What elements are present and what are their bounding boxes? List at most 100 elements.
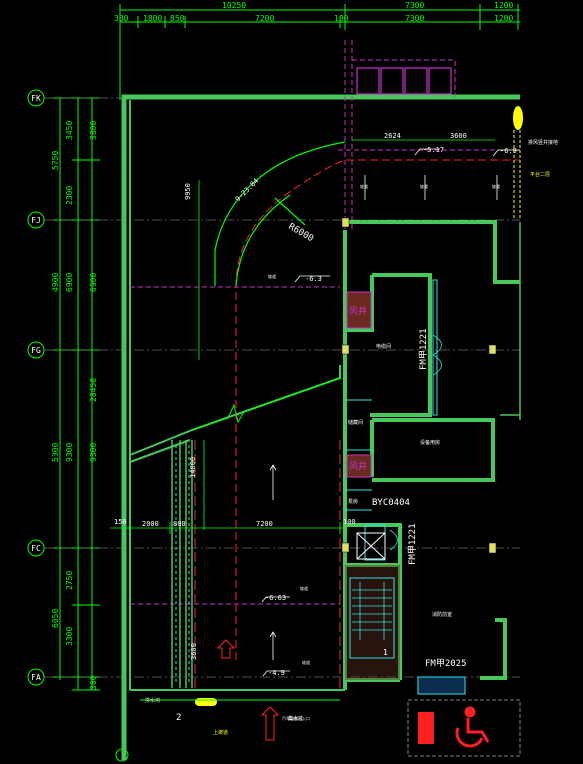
dim-top-detail-1: 300: [114, 14, 129, 23]
room-label-pump: 泵房: [348, 498, 358, 505]
axis-label-fj: FJ: [31, 216, 41, 225]
elev-6: -4.9: [268, 669, 285, 677]
elev-5: -6.63: [265, 594, 286, 602]
elevation-markers: [261, 148, 520, 677]
slope-note-6: 坡道: [492, 183, 500, 189]
slope-note-1: 坡道: [268, 273, 276, 279]
bottom-doors: [417, 676, 466, 695]
slope-note-2: 坡道: [300, 585, 308, 591]
door-label-4: BYC0404: [372, 498, 410, 508]
stair-dim-1: 2624: [384, 132, 401, 140]
axis-label-fc: FC: [31, 544, 41, 553]
dim-left-inner-6: 3300: [65, 627, 74, 646]
dim-top-detail-3: 850: [170, 14, 185, 23]
mid-dim-2: 14800: [189, 457, 197, 478]
dim-left-inner-2: 2300: [65, 186, 74, 205]
dim-left-outer-2: 4900: [51, 273, 60, 292]
dim-left-innermost-1: 3800: [89, 121, 98, 140]
elev-3: -6.9: [500, 147, 517, 155]
mid-dim-line: [110, 180, 345, 534]
mid-dim-5: 800: [173, 520, 186, 528]
dim-top-detail-4: 7200: [255, 14, 274, 23]
red-ramp-centerline: [235, 159, 520, 660]
axis-bubble-fa: FA: [27, 668, 45, 686]
room-label-elec: 电缆间: [376, 343, 391, 350]
shaft-1: 风井: [346, 291, 372, 329]
axis-bubble-fg: FG: [27, 341, 45, 359]
right-edge-steps: [500, 222, 521, 420]
dim-top-detail-2: 1800: [143, 14, 162, 23]
dim-top-detail-6: 7300: [405, 14, 424, 23]
mid-dim-4: 2000: [142, 520, 159, 528]
core-walls: [343, 220, 520, 690]
axis-bubble-fc: FC: [27, 539, 45, 557]
mid-dim-1: 9950: [184, 183, 192, 200]
magenta-equipment: [356, 67, 452, 95]
dim-left-inner-7: 300: [89, 675, 98, 690]
dim-left-inner-4: 9300: [65, 443, 74, 462]
columns: [341, 217, 497, 554]
mid-dim-3: 3600: [190, 643, 198, 660]
magenta-dashed-lines: [130, 40, 520, 605]
ramp-rail-dashes: [175, 445, 190, 685]
dim-left-inner-5: 2750: [65, 571, 74, 590]
room-label-store: 储藏间: [348, 419, 363, 426]
wheelchair-icon: [455, 706, 490, 748]
ramp-label: 上坡道: [213, 729, 228, 736]
dim-left-outer-1: 5750: [51, 151, 60, 170]
break-line: [191, 377, 341, 431]
dim-top-overall-3: 1200: [494, 1, 513, 10]
ramp-arc: [214, 141, 346, 287]
axis-label-fg: FG: [31, 346, 41, 355]
room-label-equip: 设备用房: [420, 439, 440, 446]
elev-1: -6.3: [305, 275, 322, 283]
axis-bubble-group: FK FJ FG FC FA: [27, 89, 129, 762]
dim-left-outer-4: 5300: [51, 443, 60, 462]
dim-left-outer-5: 6050: [51, 609, 60, 628]
core-thin-walls: [345, 279, 438, 561]
elev-2: -5.17: [423, 146, 444, 154]
accessibility-sign: [407, 699, 521, 757]
dim-top-overall-1: 10250: [222, 1, 246, 10]
room-label-fire: 消防前室: [432, 611, 452, 618]
ramp-number: 2: [176, 713, 181, 723]
elevator-box: [356, 532, 386, 560]
axis-bubble-fj: FJ: [27, 211, 45, 229]
dim-left-outer-3: 28450: [89, 378, 98, 402]
dim-left-inner-3: 6900: [65, 273, 74, 292]
axis-label-fk: FK: [31, 94, 41, 103]
axis-label-fa: FA: [31, 673, 41, 682]
slope-note-3: 坡道: [302, 659, 310, 665]
dim-left-inner-1: 3450: [65, 121, 74, 140]
mid-dim-7: 150: [114, 518, 127, 526]
stair-number: 1: [383, 648, 388, 657]
mid-dim-6: 7200: [256, 520, 273, 528]
dim-top-detail-5: 100: [334, 14, 349, 23]
door-label-3: FM甲2025: [425, 658, 467, 669]
right-note: 排风竖井接地: [528, 139, 558, 146]
shaft-2-label: 风井: [349, 460, 367, 472]
mid-dim-8: 100: [343, 518, 356, 526]
shaft-1-label: 风井: [349, 305, 367, 317]
dim-top-detail-7: 1200: [494, 14, 513, 23]
stair: 1: [345, 565, 400, 680]
door-label-2: FM甲1221: [407, 523, 418, 565]
slope-note-4: 坡道: [360, 183, 368, 189]
right-small-note: 平台二层: [530, 171, 550, 178]
dim-left-innermost-2: 6900: [89, 273, 98, 292]
ramp-rail: [171, 440, 193, 688]
slope-arrows: [269, 175, 498, 660]
shaft-2: 风井: [346, 454, 372, 478]
dim-top-overall-2: 7300: [405, 1, 424, 10]
room-label-drain2: 集水坑: [288, 715, 303, 722]
top-dimension-chain: [119, 4, 520, 100]
entry-arrows: [216, 639, 280, 741]
exterior-walls: [121, 94, 520, 760]
slope-note-5: 坡道: [420, 183, 428, 189]
door-label-1: FM甲1221: [418, 328, 429, 370]
dim-left-innermost-3: 9300: [89, 443, 98, 462]
entry-note: 汽车坡道出入口: [282, 715, 310, 721]
axis-bubble-fk: FK: [27, 89, 45, 107]
stair-dim-2: 3600: [450, 132, 467, 140]
